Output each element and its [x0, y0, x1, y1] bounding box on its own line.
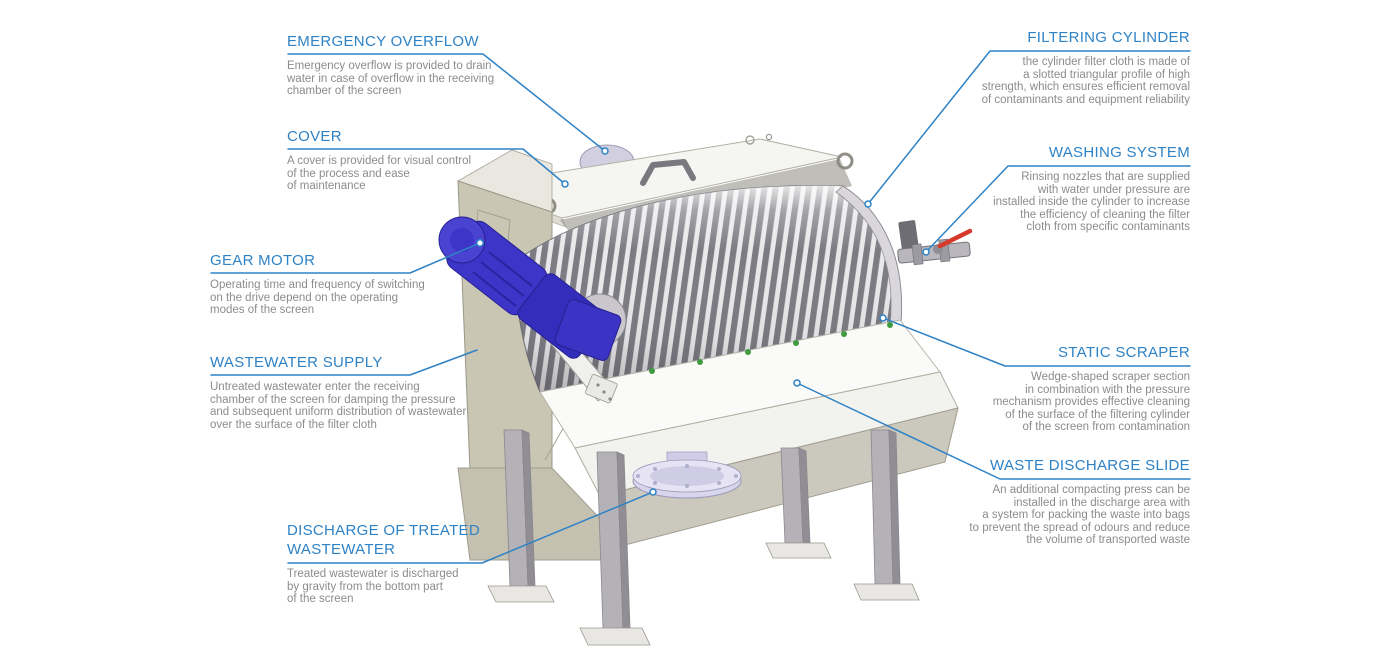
callout-title: DISCHARGE OF TREATED WASTEWATER — [287, 522, 480, 558]
leader-lines — [210, 50, 1191, 564]
leader-static-scraper — [882, 317, 1191, 367]
leader-cover — [287, 148, 566, 185]
callout-title: WASHING SYSTEM — [1048, 144, 1190, 161]
leader-waste-discharge-slide — [796, 382, 1191, 480]
callout-wastewater-supply: WASTEWATER SUPPLY Untreated wastewater e… — [210, 353, 520, 431]
callout-title: WASTEWATER SUPPLY — [210, 354, 383, 371]
callout-title: EMERGENCY OVERFLOW — [287, 33, 479, 50]
endpoint-dot — [561, 180, 569, 188]
endpoint-dot — [879, 314, 887, 322]
leader-filtering-cylinder — [867, 50, 1191, 205]
endpoint-dot — [922, 248, 930, 256]
callout-description: Untreated wastewater enter the receiving… — [210, 381, 467, 431]
callout-title: STATIC SCRAPER — [1058, 344, 1190, 361]
callout-waste-discharge-slide: WASTE DISCHARGE SLIDE An additional comp… — [880, 456, 1190, 547]
callout-description: Rinsing nozzles that are supplied with w… — [993, 171, 1190, 234]
washing-valve — [897, 220, 973, 266]
gear-motor-assembly — [438, 216, 622, 361]
endpoint-dot — [864, 200, 872, 208]
callout-cover: COVER A cover is provided for visual con… — [287, 127, 587, 193]
callout-description: Emergency overflow is provided to drain … — [287, 60, 495, 98]
callout-description: Treated wastewater is discharged by grav… — [287, 568, 459, 606]
cover-handle-icon — [640, 159, 696, 186]
callout-static-scraper: STATIC SCRAPER Wedge-shaped scraper sect… — [890, 343, 1190, 434]
callout-description: A cover is provided for visual control o… — [287, 155, 472, 193]
callout-description: Operating time and frequency of switchin… — [210, 279, 425, 317]
leader-washing-system — [925, 165, 1191, 253]
leader-emergency-overflow — [287, 53, 606, 152]
callout-title: GEAR MOTOR — [210, 252, 316, 269]
callout-washing-system: WASHING SYSTEM Rinsing nozzles that are … — [890, 143, 1190, 234]
leg — [579, 451, 651, 646]
support-legs — [487, 429, 920, 646]
leader-wastewater-supply — [210, 349, 478, 376]
endpoint-dot — [649, 488, 657, 496]
leg — [853, 429, 920, 601]
leader-gear-motor — [210, 242, 481, 274]
callout-discharge-of-treated-wastewater: DISCHARGE OF TREATED WASTEWATER Treated … — [287, 521, 587, 606]
discharge-flange — [632, 451, 742, 499]
callout-emergency-overflow: EMERGENCY OVERFLOW Emergency overflow is… — [287, 32, 587, 98]
callout-description: Wedge-shaped scraper section in combinat… — [992, 371, 1190, 434]
leader-discharge-treated — [287, 491, 654, 564]
callout-description: An additional compacting press can be in… — [969, 484, 1190, 547]
callout-gear-motor: GEAR MOTOR Operating time and frequency … — [210, 251, 510, 317]
valve-red-handle — [937, 228, 973, 249]
callout-title: WASTE DISCHARGE SLIDE — [990, 457, 1190, 474]
endpoint-dot — [476, 239, 484, 247]
callout-description: the cylinder filter cloth is made of a s… — [981, 56, 1190, 106]
endpoint-dot — [601, 147, 609, 155]
tray-bolts-green — [601, 322, 893, 384]
callout-title: FILTERING CYLINDER — [1027, 29, 1190, 46]
endpoint-dot — [793, 379, 801, 387]
callout-title: COVER — [287, 128, 342, 145]
callout-filtering-cylinder: FILTERING CYLINDER the cylinder filter c… — [890, 28, 1190, 106]
leg — [765, 447, 832, 559]
